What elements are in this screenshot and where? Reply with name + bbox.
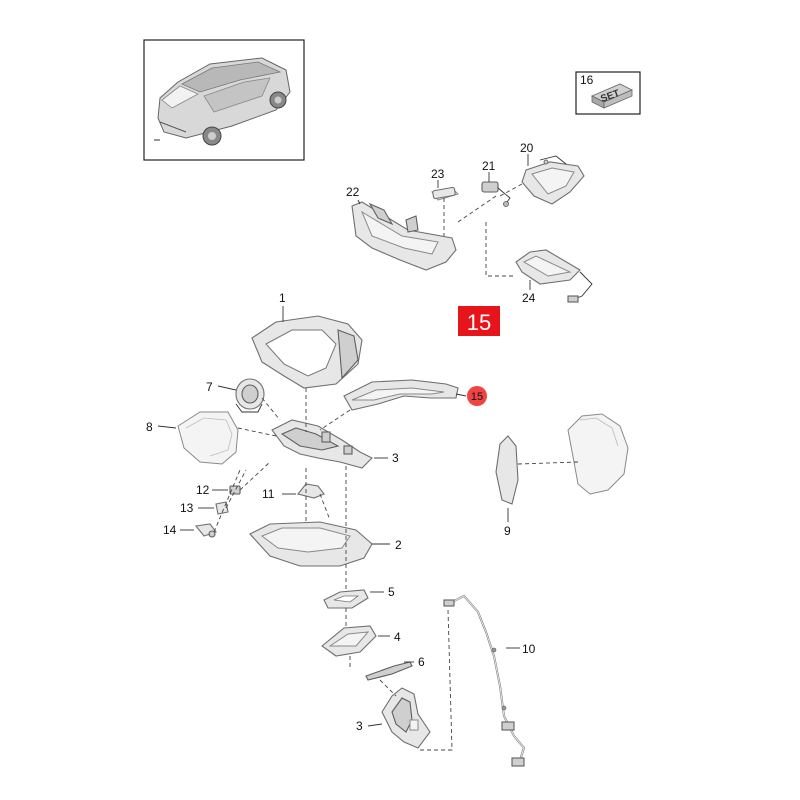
part-3-mirror-base — [381, 687, 431, 749]
label-2: 2 — [395, 538, 402, 552]
label-12: 12 — [196, 483, 210, 497]
label-3-upper: 3 — [392, 451, 399, 465]
part-11-puddle-lamp — [297, 483, 325, 499]
callout-15-box: 15 — [458, 306, 500, 336]
part-7-adjust-motor — [235, 378, 265, 413]
part-15-turn-signal — [343, 379, 459, 411]
vehicle-thumbnail — [143, 39, 305, 161]
label-3-lower: 3 — [356, 719, 363, 733]
part-24-ambient-light — [515, 249, 593, 303]
label-15-circle: 15 — [471, 391, 483, 403]
label-6: 6 — [418, 655, 425, 669]
label-11: 11 — [262, 487, 275, 501]
set-badge-icon: SET — [591, 83, 633, 109]
label-23: 23 — [431, 167, 445, 181]
part-3-mirror-bracket — [271, 419, 373, 469]
label-1: 1 — [279, 291, 286, 305]
part-6-seal — [365, 661, 413, 681]
upper-cluster: 22 23 21 20 — [346, 141, 593, 305]
part-8-mirror-glass — [177, 411, 239, 465]
label-16: 16 — [580, 73, 594, 87]
label-10: 10 — [522, 642, 536, 656]
label-21: 21 — [482, 159, 496, 173]
callout-15-circle: 15 — [467, 386, 487, 406]
label-8: 8 — [146, 420, 153, 434]
label-22: 22 — [346, 185, 360, 199]
part-22-housing — [351, 201, 457, 271]
part-10-wiring-harness — [443, 594, 526, 767]
label-24: 24 — [522, 291, 536, 305]
label-5: 5 — [388, 585, 395, 599]
part-20-module — [521, 155, 585, 205]
set-kit-box: 16 SET — [575, 71, 641, 115]
label-15-box: 15 — [467, 310, 491, 335]
part-2-mirror-cover — [249, 521, 373, 567]
part-5-gasket — [323, 589, 369, 609]
label-9: 9 — [504, 524, 511, 538]
label-20: 20 — [520, 141, 534, 155]
part-1-mirror-frame — [251, 315, 363, 389]
part-21-sensor — [481, 181, 511, 207]
label-13: 13 — [180, 501, 194, 515]
part-23-lamp — [431, 186, 459, 201]
suv-icon — [154, 57, 291, 146]
assembly-lines — [213, 388, 453, 751]
label-4: 4 — [394, 630, 401, 644]
part-14-connector — [194, 523, 217, 538]
label-7: 7 — [206, 380, 213, 394]
part-9-mirror-cap — [495, 413, 629, 505]
part-4-lower-trim — [321, 625, 377, 657]
label-14: 14 — [163, 523, 177, 537]
